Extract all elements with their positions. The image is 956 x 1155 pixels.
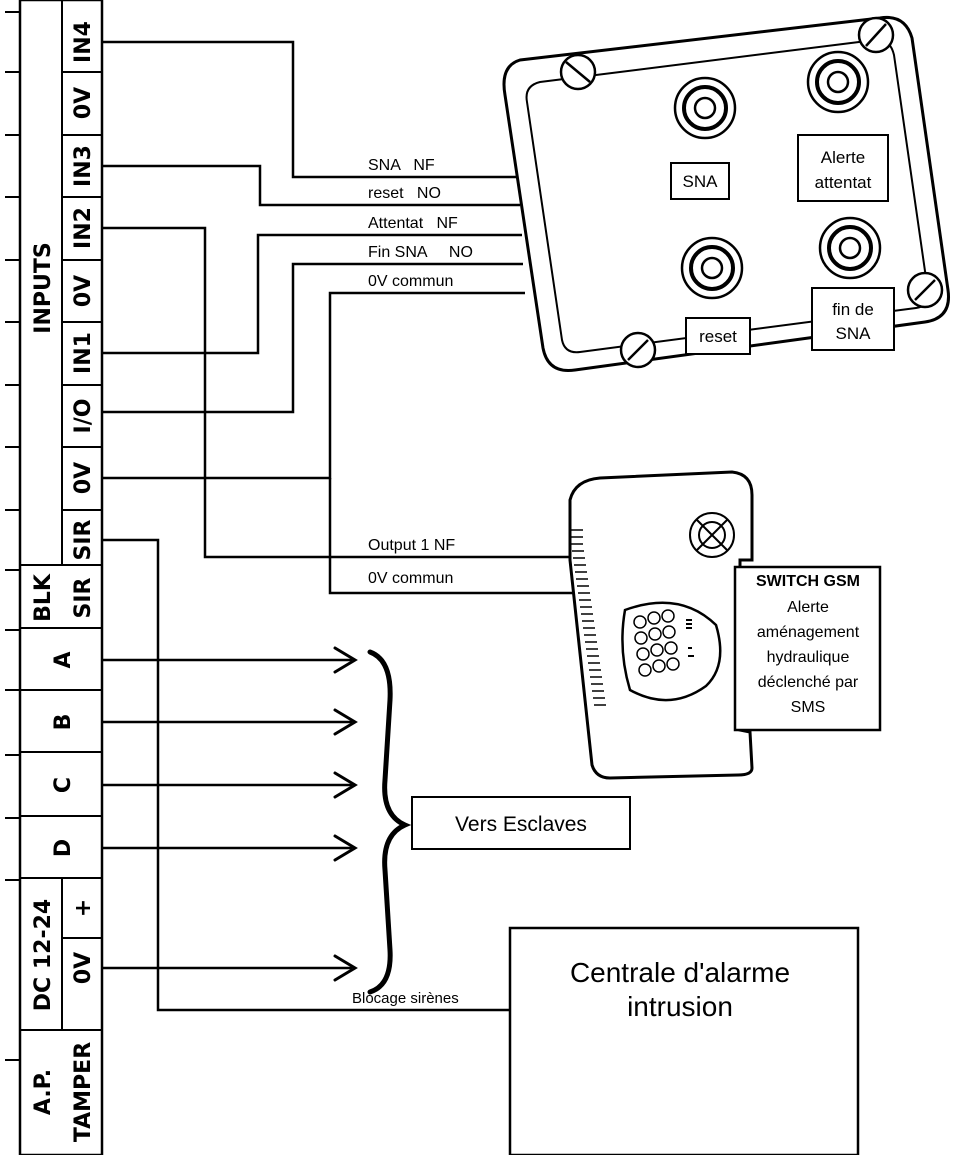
wire-label-fin-sna: Fin SNA NO xyxy=(368,244,473,261)
terminal-label: 0V xyxy=(71,87,96,119)
gsm-line: Alerte xyxy=(787,599,829,616)
wire-label-common-box: 0V commun xyxy=(368,273,453,290)
terminal-label: B xyxy=(51,714,76,731)
gsm-line: SMS xyxy=(791,699,826,716)
label-fin-2: SNA xyxy=(836,324,872,343)
terminal-label: SIR xyxy=(71,519,96,560)
wire-common-gsm xyxy=(328,478,585,595)
terminal-label: + xyxy=(71,899,96,917)
group-label-ap: A.P. xyxy=(31,1069,56,1115)
button-box-labels: SNA Alerte attentat reset fin de SNA xyxy=(683,148,874,346)
terminal-label: IN1 xyxy=(71,332,96,374)
button-box xyxy=(502,15,951,373)
wire-attentat xyxy=(102,233,522,355)
wire-label-common-gsm: 0V commun xyxy=(368,570,453,587)
curly-brace xyxy=(367,649,412,995)
wire-label-blocage: Blocage sirènes xyxy=(352,990,459,1007)
terminal-block xyxy=(5,0,104,1155)
gsm-line: aménagement xyxy=(757,624,860,641)
terminal-labels: IN4 0V IN3 IN2 0V IN1 I/O 0V SIR SIR A B… xyxy=(31,21,96,1142)
terminal-label: IN2 xyxy=(71,207,96,249)
label-alerte-1: Alerte xyxy=(821,148,865,167)
gsm-unit xyxy=(568,470,882,780)
label-sna: SNA xyxy=(683,172,719,191)
wire-label-attentat: Attentat NF xyxy=(368,215,458,232)
slaves-label: Vers Esclaves xyxy=(455,813,587,836)
central-box xyxy=(508,926,860,1155)
wire-reset xyxy=(102,164,520,207)
terminal-label: A xyxy=(51,651,76,668)
wire-label-output1: Output 1 NF xyxy=(368,537,455,554)
wire-labels: SNA NF reset NO Attentat NF Fin SNA NO 0… xyxy=(352,157,473,1007)
central-title-2: intrusion xyxy=(627,991,733,1022)
group-label-dc: DC 12-24 xyxy=(31,899,56,1011)
gsm-line: hydraulique xyxy=(767,649,850,666)
arrow-heads xyxy=(333,646,358,982)
label-alerte-2: attentat xyxy=(815,173,872,192)
label-reset: reset xyxy=(699,327,737,346)
central-title-1: Centrale d'alarme xyxy=(570,957,790,988)
wire-sna xyxy=(102,40,518,179)
terminal-label: SIR xyxy=(71,577,96,618)
terminal-label: IN3 xyxy=(71,145,96,187)
gsm-knob-icon xyxy=(689,512,735,558)
label-fin-1: fin de xyxy=(832,300,874,319)
terminal-label: TAMPER xyxy=(71,1042,96,1142)
terminal-label: 0V xyxy=(71,275,96,307)
wire-common-box xyxy=(102,291,525,480)
wire-blocage xyxy=(102,538,510,1012)
wire-label-reset: reset NO xyxy=(368,185,441,202)
slaves-box xyxy=(411,796,631,850)
push-button-sna xyxy=(673,76,737,140)
push-button-fin xyxy=(818,216,882,280)
group-label-inputs: INPUTS xyxy=(31,242,56,333)
wire-output1 xyxy=(102,226,585,559)
wires xyxy=(102,40,585,1012)
group-label-blk: BLK xyxy=(31,573,56,622)
gsm-labels: SWITCH GSM Alerte aménagement hydrauliqu… xyxy=(756,573,860,716)
terminal-label: I/O xyxy=(71,399,96,434)
wire-fin-sna xyxy=(102,262,523,414)
terminal-label: 0V xyxy=(71,952,96,984)
gsm-title: SWITCH GSM xyxy=(756,573,860,590)
terminal-label: D xyxy=(51,839,76,857)
terminal-label: C xyxy=(51,777,76,793)
gsm-line: déclenché par xyxy=(758,674,859,691)
wire-label-sna: SNA NF xyxy=(368,157,435,174)
terminal-label: IN4 xyxy=(71,21,96,63)
terminal-label: 0V xyxy=(71,462,96,494)
push-button-reset xyxy=(680,236,744,300)
push-button-alerte xyxy=(806,50,870,114)
